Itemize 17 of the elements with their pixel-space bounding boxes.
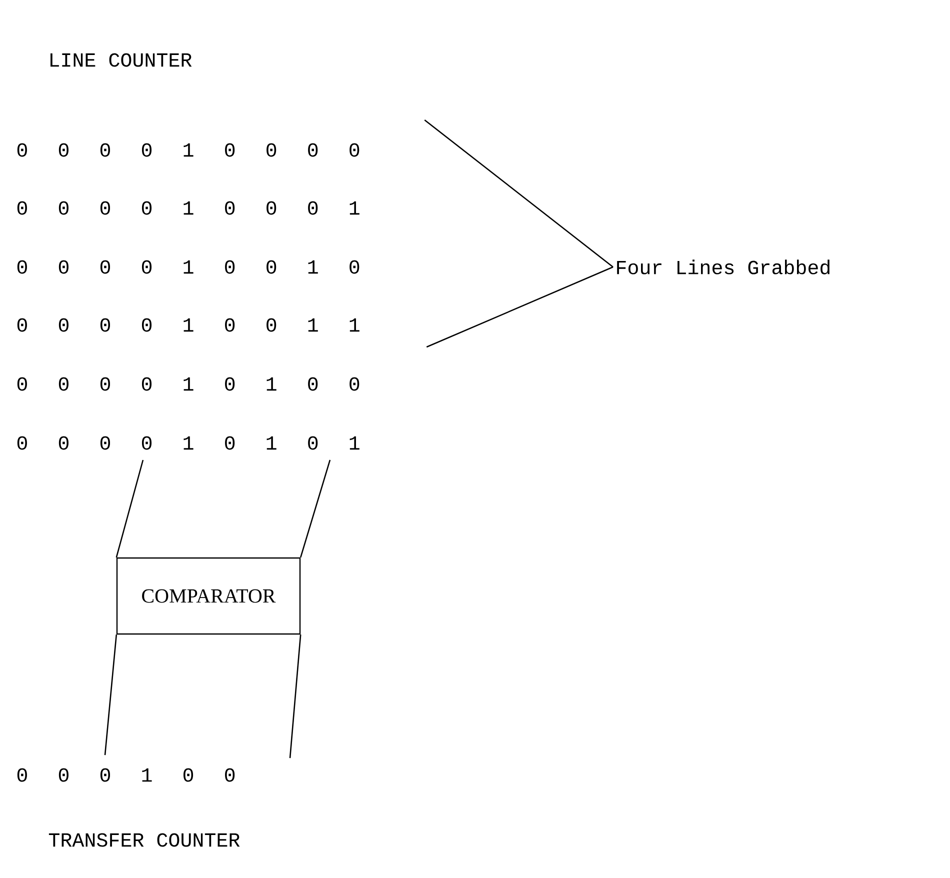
bit-row: 0 0 0 0 1 0 1 0 0	[17, 377, 360, 391]
bit-row: 0 0 0 0 1 0 1 0 1	[17, 436, 360, 450]
leader-line	[424, 120, 614, 268]
connector-line	[104, 634, 118, 756]
leader-line	[426, 266, 614, 348]
comparator-box: COMPARATOR	[116, 557, 301, 635]
bit-row: 0 0 0 0 1 0 0 0 1	[17, 201, 360, 215]
annotation-text: Four Lines Grabbed	[617, 260, 830, 274]
connector-line	[289, 634, 302, 758]
bit-row: 0 0 0 0 1 0 0 0 0	[17, 143, 360, 157]
counter-title: LINE COUNTER	[50, 53, 192, 67]
bit-row: 0 0 0 0 1 0 0 1 1	[17, 318, 360, 332]
connector-line	[116, 460, 144, 558]
bit-row: 0 0 0 1 0 0	[17, 768, 235, 782]
bit-row: 0 0 0 0 1 0 0 1 0	[17, 260, 360, 274]
connector-line	[300, 460, 331, 558]
counter-title: TRANSFER COUNTER	[48, 833, 240, 847]
